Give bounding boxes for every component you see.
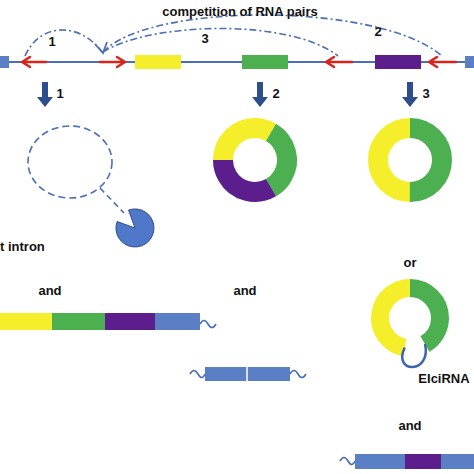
product-label: t intron [0,240,45,253]
arc-head [95,42,107,53]
splice-junction [246,367,248,381]
diagram-title: competition of RNA pairs [162,5,318,18]
step-arrow [252,82,268,107]
conjunction-label: and [233,284,256,297]
exon-green [242,55,288,69]
ring-green [378,128,442,192]
exon-yellow [135,55,181,69]
retained-intron [402,344,426,367]
circ-rna-ring [378,128,442,192]
lariat-tail [100,188,124,213]
ring-purple [211,116,298,203]
exon-purple [375,55,421,69]
ring-yellow [378,128,442,192]
conjunction-label: and [38,284,61,297]
exon-yellow [0,313,52,330]
ring-yellow [375,283,445,353]
step-number: 1 [56,87,63,100]
rna-tail [340,458,355,465]
step-number: 2 [272,87,279,100]
step-arrow [402,82,418,107]
step-arrows [37,82,418,107]
conjunction-label: or [404,256,417,269]
flank-exon [441,454,474,469]
pairing-arcs [25,15,442,56]
product-label: EIciRNA [418,372,469,385]
flank-exon [205,367,290,381]
callout-number: 2 [374,25,381,38]
flank-exon [0,56,9,68]
conjunction-label: and [398,419,421,432]
debranching-enzyme [116,209,154,247]
inverted-repeats [22,57,456,67]
lariat-loop [28,126,112,198]
eicirna-ring [375,283,445,353]
exon-purple [405,454,441,469]
repeat-arrow [429,57,456,67]
exon-purple [105,313,155,330]
repeat-arrow [100,57,125,67]
flank-exon [465,56,474,68]
exon-green [52,313,105,330]
ring-green [380,288,440,348]
pairing-arc [103,29,338,57]
rna-tail [190,371,205,378]
pairing-arc [103,15,442,56]
repeat-arrow [326,57,352,67]
pairing-arc [25,30,102,56]
rna-tail [290,371,306,378]
circ-rna-ring [211,116,298,203]
poly-a-tail [200,321,216,328]
flank-exon [355,454,405,469]
callout-number: 1 [48,35,55,48]
step-number: 3 [422,87,429,100]
callout-number: 3 [201,32,208,45]
repeat-arrow [22,57,46,67]
ring-green [211,116,298,203]
flank-exon [155,313,200,330]
step-arrow [37,82,53,107]
